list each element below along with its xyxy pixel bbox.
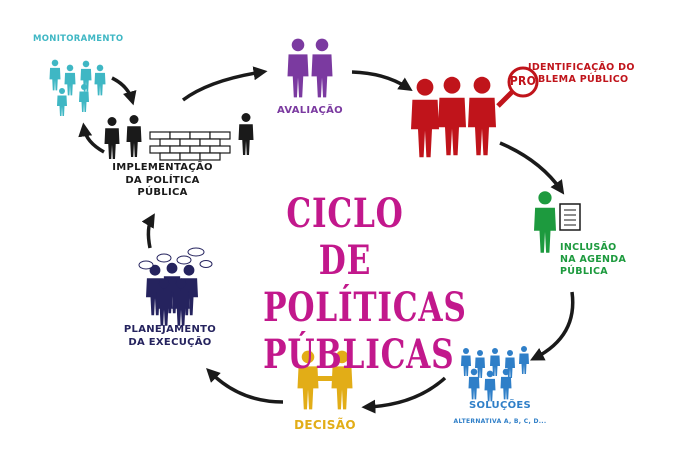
inclusao-line2: NA AGENDA [560, 253, 627, 265]
implementacao-line1: IMPLEMENTAÇÃO [112, 162, 213, 173]
arrow-monitoramento-to-implementacao [111, 76, 137, 106]
inclusao-line1: INCLUSÃO [560, 242, 617, 253]
decisao-label: DECISÃO [294, 418, 356, 432]
brick-wall-icon [149, 131, 231, 161]
solucoes-sub-label: ALTERNATIVA A, B, C, D... [453, 418, 547, 425]
identificacao-badge: PRO [509, 74, 537, 88]
implementacao-line2: DA POLÍTICA [125, 174, 200, 186]
title-line2: POLÍTICAS [263, 284, 467, 331]
solucoes-label: SOLUÇÕES [468, 400, 532, 411]
avaliacao-people-icon [287, 38, 333, 98]
title-line3: PÚBLICAS [263, 331, 455, 378]
planejamento-label: PLANEJAMENTO DA EXECUÇÃO [110, 324, 230, 349]
inclusao-line3: PÚBLICA [560, 265, 608, 277]
identificacao-line1: IDENTIFICAÇÃO DO [528, 62, 635, 73]
arrow-identificacao-to-inclusao [499, 141, 565, 195]
arrow-decisao-to-planejamento [206, 368, 284, 404]
decisao-handshake-icon [297, 350, 353, 410]
magnifier-icon [496, 66, 539, 108]
solucoes-people-icon [461, 346, 529, 402]
arrow-inclusao-to-solucoes [530, 291, 575, 361]
document-icon [559, 203, 581, 231]
identificacao-line2: BLEMA PÚBLICO [538, 73, 629, 85]
title-line1: CICLO DE [286, 190, 404, 284]
planejamento-people-icon [146, 262, 198, 326]
speech-bubbles-icon [138, 247, 213, 270]
inclusao-label: INCLUSÃO NA AGENDA PÚBLICA [560, 242, 630, 278]
monitoramento-label: MONITORAMENTO [33, 34, 124, 44]
inclusao-person-icon [534, 191, 556, 253]
avaliacao-label: AVALIAÇÃO [277, 105, 343, 116]
arrow-solucoes-to-decisao [361, 376, 447, 414]
identificacao-label: IDENTIFICAÇÃO DO BLEMA PÚBLICO [528, 62, 663, 86]
implementacao-label: IMPLEMENTAÇÃO DA POLÍTICA PÚBLICA [100, 162, 225, 200]
arrow-avaliacao-to-identificacao [351, 70, 413, 92]
diagram-title: CICLO DE POLÍTICAS PÚBLICAS [240, 190, 467, 378]
monitoramento-people-icon [49, 59, 106, 116]
implementacao-line3: PÚBLICA [137, 187, 188, 198]
arrow-implementacao-to-avaliacao [181, 66, 268, 102]
planejamento-line2: DA EXECUÇÃO [128, 336, 212, 348]
arrow-planejamento-to-implementacao [141, 213, 155, 249]
planejamento-line1: PLANEJAMENTO [123, 324, 217, 335]
identificacao-people-icon [411, 76, 496, 158]
arrow-implementacao-to-monitoramento [78, 122, 105, 154]
cycle-arrows [78, 66, 575, 414]
